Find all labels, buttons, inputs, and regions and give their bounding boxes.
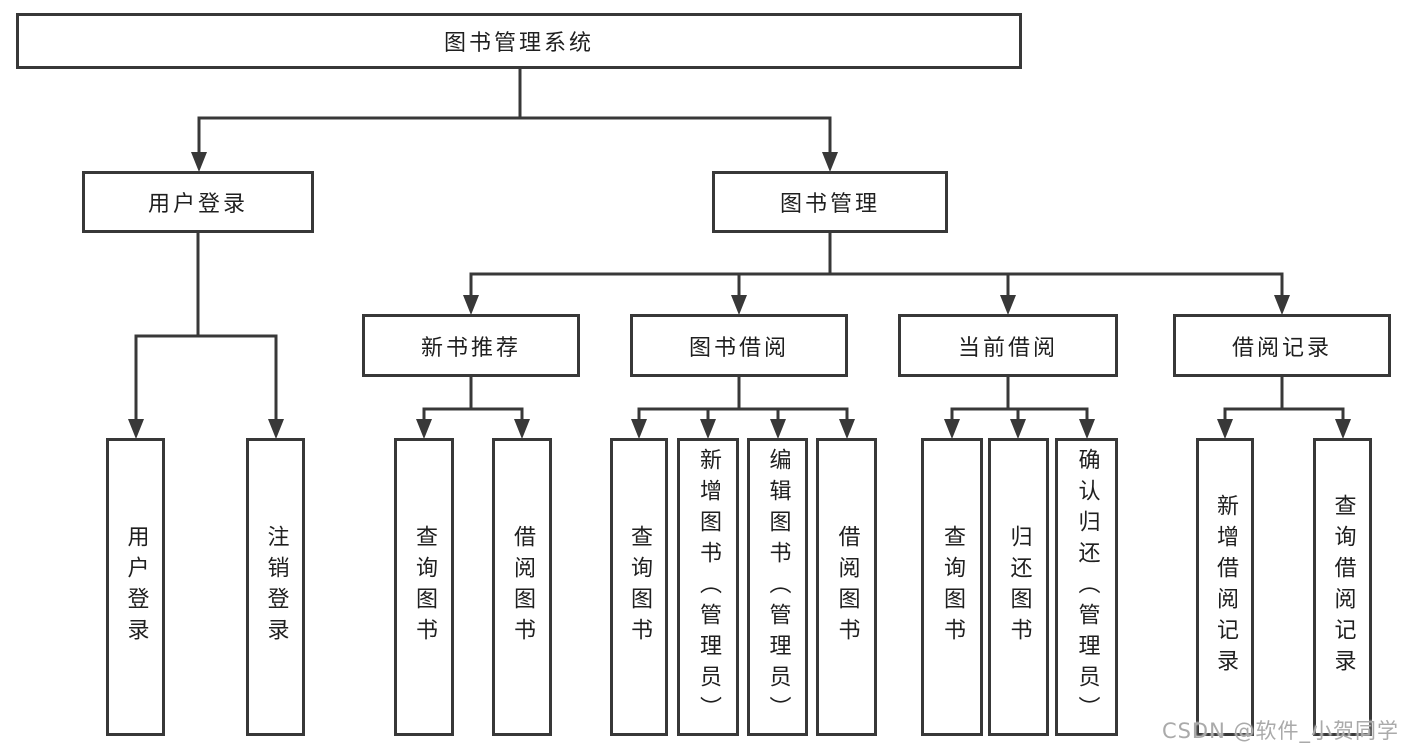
leaf-query-borrow-record: 查询借阅记录 bbox=[1313, 438, 1372, 736]
leaf-add-borrow-record-label: 新增借阅记录 bbox=[1213, 494, 1238, 680]
leaf-logout-label: 注销登录 bbox=[263, 525, 289, 649]
node-root-system: 图书管理系统 bbox=[16, 13, 1022, 69]
leaf-user-login: 用户登录 bbox=[106, 438, 165, 736]
node-book-borrow: 图书借阅 bbox=[630, 314, 848, 377]
leaf-confirm-return-admin: 确认归还（管理员） bbox=[1055, 438, 1118, 736]
leaf-user-login-label: 用户登录 bbox=[123, 525, 149, 649]
node-book-borrow-label: 图书借阅 bbox=[688, 335, 789, 361]
leaf-add-borrow-record: 新增借阅记录 bbox=[1196, 438, 1254, 736]
leaf-query-books-current: 查询图书 bbox=[921, 438, 983, 736]
leaf-borrow-books-recommend-label: 借阅图书 bbox=[510, 525, 535, 649]
leaf-query-borrow-record-label: 查询借阅记录 bbox=[1330, 494, 1356, 680]
node-book-management-label: 图书管理 bbox=[779, 192, 880, 217]
leaf-query-books-recommend: 查询图书 bbox=[394, 438, 454, 736]
leaf-query-books-borrow: 查询图书 bbox=[610, 438, 668, 736]
leaf-add-book-admin: 新增图书（管理员） bbox=[677, 438, 739, 736]
leaf-confirm-return-admin-label: 确认归还（管理员） bbox=[1074, 447, 1100, 727]
node-new-book-recommend-label: 新书推荐 bbox=[420, 335, 521, 361]
node-borrow-records: 借阅记录 bbox=[1173, 314, 1391, 377]
node-current-borrow-label: 当前借阅 bbox=[957, 335, 1058, 361]
node-root-system-label: 图书管理系统 bbox=[443, 31, 594, 56]
node-user-login: 用户登录 bbox=[82, 171, 314, 233]
leaf-borrow-books-recommend: 借阅图书 bbox=[492, 438, 552, 736]
leaf-query-books-recommend-label: 查询图书 bbox=[412, 525, 437, 649]
node-current-borrow: 当前借阅 bbox=[898, 314, 1118, 377]
leaf-query-books-borrow-label: 查询图书 bbox=[627, 525, 652, 649]
watermark: CSDN @软件_小贺同学 bbox=[1161, 719, 1399, 743]
leaf-edit-book-admin-label: 编辑图书（管理员） bbox=[765, 447, 791, 727]
leaf-return-books: 归还图书 bbox=[988, 438, 1049, 736]
node-book-management: 图书管理 bbox=[712, 171, 948, 233]
leaf-return-books-label: 归还图书 bbox=[1006, 525, 1032, 649]
leaf-borrow-books-label: 借阅图书 bbox=[834, 525, 860, 649]
leaf-query-books-current-label: 查询图书 bbox=[940, 525, 965, 649]
leaf-edit-book-admin: 编辑图书（管理员） bbox=[747, 438, 808, 736]
leaf-borrow-books: 借阅图书 bbox=[816, 438, 877, 736]
node-new-book-recommend: 新书推荐 bbox=[362, 314, 580, 377]
leaf-logout: 注销登录 bbox=[246, 438, 305, 736]
node-user-login-label: 用户登录 bbox=[147, 192, 248, 217]
node-borrow-records-label: 借阅记录 bbox=[1231, 335, 1332, 361]
leaf-add-book-admin-label: 新增图书（管理员） bbox=[696, 447, 721, 727]
